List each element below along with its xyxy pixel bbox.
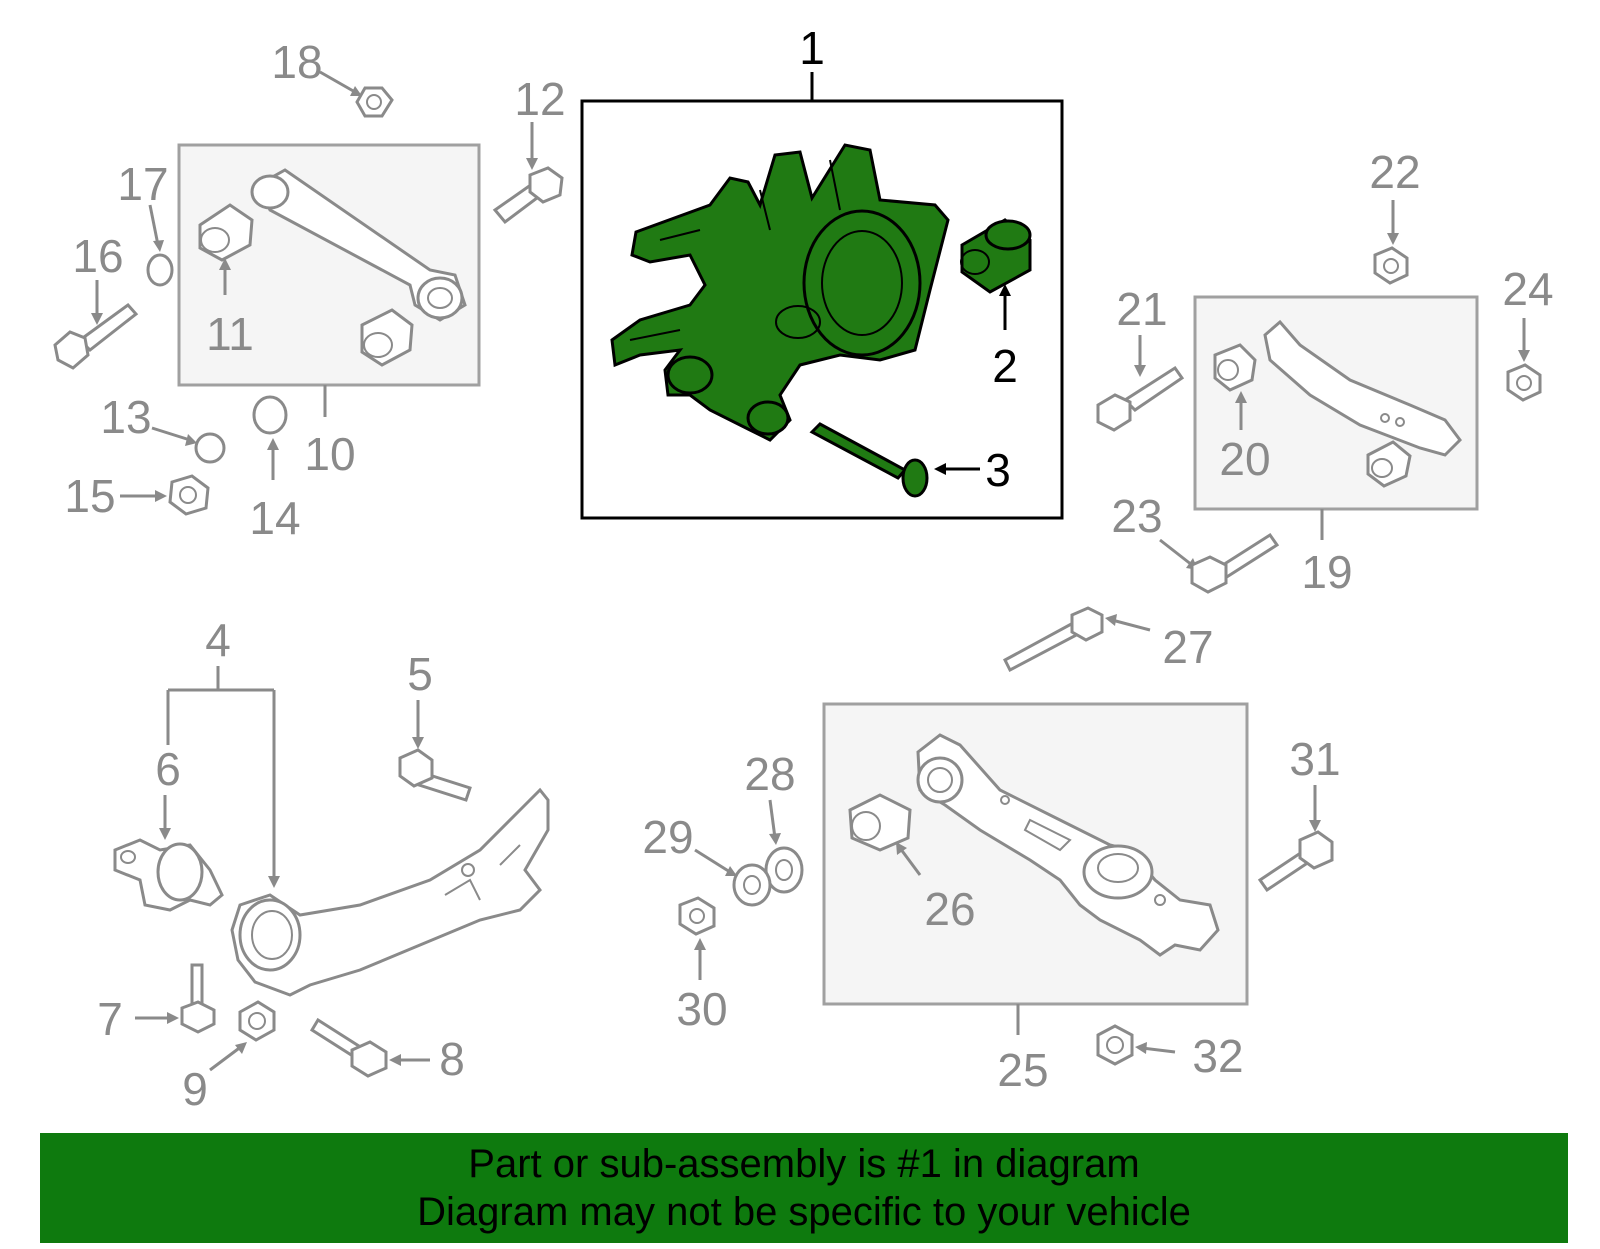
callout-25: 25 xyxy=(997,1044,1048,1096)
hardware-5[interactable]: 5 xyxy=(398,648,472,802)
callout-9: 9 xyxy=(182,1063,208,1115)
bushing-part-6[interactable] xyxy=(113,838,224,912)
callout-31: 31 xyxy=(1289,733,1340,785)
hardware-7[interactable]: 7 xyxy=(97,963,216,1045)
callout-12: 12 xyxy=(514,73,565,125)
hardware-23[interactable]: 23 xyxy=(1111,490,1280,594)
upper-arm-part[interactable] xyxy=(250,168,467,322)
bushing-part-2[interactable] xyxy=(960,218,1032,294)
hardware-15[interactable]: 15 xyxy=(64,470,210,522)
callout-5: 5 xyxy=(407,648,433,700)
footer-banner: Part or sub-assembly is #1 in diagram Di… xyxy=(40,1133,1568,1243)
group-1-knuckle-assembly: 1 2 3 xyxy=(580,22,1064,520)
callout-24: 24 xyxy=(1502,263,1553,315)
trailing-arm-part[interactable] xyxy=(230,787,550,997)
group-10-upper-arm: 10 11 xyxy=(177,143,481,480)
group-4-trailing-arm: 4 6 xyxy=(113,614,550,997)
callout-2: 2 xyxy=(992,340,1018,392)
hardware-30[interactable]: 30 xyxy=(676,896,728,1035)
knuckle-part[interactable] xyxy=(610,143,950,442)
callout-7: 7 xyxy=(97,993,123,1045)
callout-1: 1 xyxy=(799,22,825,74)
callout-29: 29 xyxy=(642,811,693,863)
callout-10: 10 xyxy=(304,428,355,480)
hardware-16[interactable]: 16 xyxy=(53,230,139,370)
bushing-part-26[interactable] xyxy=(848,793,912,852)
hardware-21[interactable]: 21 xyxy=(1096,283,1185,432)
callout-14: 14 xyxy=(249,492,300,544)
callout-4: 4 xyxy=(205,614,231,666)
callout-3: 3 xyxy=(985,444,1011,496)
hardware-31[interactable]: 31 xyxy=(1257,733,1341,893)
bushing-part-11[interactable] xyxy=(198,203,254,262)
hardware-32[interactable]: 32 xyxy=(1096,1024,1244,1082)
callout-19: 19 xyxy=(1301,546,1352,598)
lower-arm-part[interactable] xyxy=(916,733,1220,957)
bushing-part-10b[interactable] xyxy=(360,308,414,367)
callout-21: 21 xyxy=(1116,283,1167,335)
hardware-22[interactable]: 22 xyxy=(1369,146,1421,285)
link-part-19[interactable] xyxy=(1263,319,1462,457)
callout-30: 30 xyxy=(676,983,727,1035)
hardware-8[interactable]: 8 xyxy=(309,1017,465,1085)
callout-22: 22 xyxy=(1369,146,1420,198)
callout-26: 26 xyxy=(924,883,975,935)
hardware-12[interactable]: 12 xyxy=(492,73,566,225)
callout-18: 18 xyxy=(271,36,322,88)
hardware-13[interactable]: 13 xyxy=(100,391,226,464)
callout-11: 11 xyxy=(206,308,254,360)
callout-20: 20 xyxy=(1219,433,1270,485)
hardware-27[interactable]: 27 xyxy=(1003,606,1214,673)
bushing-part-19b[interactable] xyxy=(1366,440,1412,488)
callout-23: 23 xyxy=(1111,490,1162,542)
callout-15: 15 xyxy=(64,470,115,522)
footer-line-2: Diagram may not be specific to your vehi… xyxy=(417,1190,1191,1234)
hardware-24[interactable]: 24 xyxy=(1502,263,1554,402)
hardware-28[interactable]: 28 xyxy=(744,748,804,894)
bushing-part-20[interactable] xyxy=(1213,343,1257,392)
callout-8: 8 xyxy=(439,1033,465,1085)
hardware-9[interactable]: 9 xyxy=(182,1000,276,1115)
hardware-18[interactable]: 18 xyxy=(271,36,394,118)
hardware-14[interactable]: 14 xyxy=(249,395,301,544)
callout-32: 32 xyxy=(1192,1030,1243,1082)
callout-6: 6 xyxy=(155,743,181,795)
hardware-17[interactable]: 17 xyxy=(117,158,174,287)
hardware-29[interactable]: 29 xyxy=(642,811,772,907)
callout-16: 16 xyxy=(72,230,123,282)
callout-13: 13 xyxy=(100,391,151,443)
callout-17: 17 xyxy=(117,158,168,210)
group-19-link: 19 20 xyxy=(1193,295,1479,598)
callout-27: 27 xyxy=(1162,621,1213,673)
callout-28: 28 xyxy=(744,748,795,800)
group-25-lower-arm: 25 26 xyxy=(822,702,1249,1096)
footer-line-1: Part or sub-assembly is #1 in diagram xyxy=(468,1142,1140,1186)
bolt-part-3[interactable] xyxy=(809,422,929,498)
